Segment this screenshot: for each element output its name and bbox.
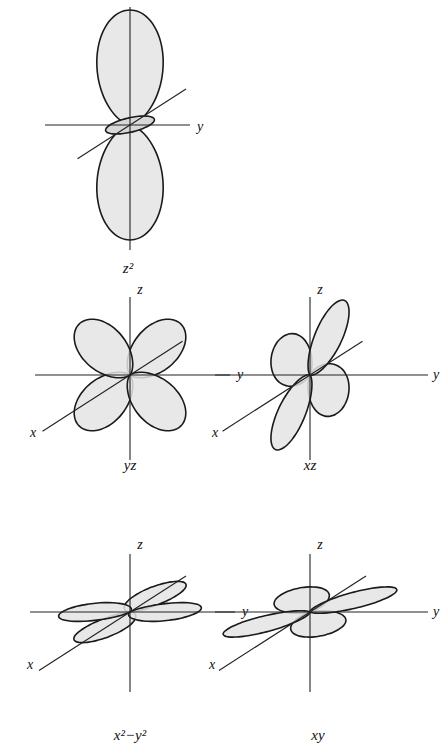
axis-label: z xyxy=(315,282,324,298)
axis-label: z xyxy=(315,537,324,553)
coordinate-axis xyxy=(309,297,310,460)
orbital-figure xyxy=(45,7,190,250)
orbital-lobe xyxy=(223,611,310,637)
coordinate-axis xyxy=(129,7,130,250)
coordinate-axis xyxy=(30,611,235,612)
orbital-lobe xyxy=(127,319,186,378)
orbital-figure xyxy=(215,297,428,460)
coordinate-axis xyxy=(43,341,183,431)
axis-label: z xyxy=(135,537,144,553)
axis-label: x xyxy=(28,425,38,441)
axis-label: z xyxy=(135,282,144,298)
orbital-lobe xyxy=(271,375,312,450)
coordinate-axis xyxy=(219,576,366,671)
axis-label: y xyxy=(240,604,250,620)
coordinate-axis xyxy=(39,576,186,671)
orbital-lobe xyxy=(74,372,133,431)
orbital-label: xz xyxy=(302,457,319,474)
axis-label: y xyxy=(431,367,441,383)
orbital-lobe xyxy=(308,300,349,375)
coordinate-axis xyxy=(45,124,190,125)
coordinate-axis xyxy=(78,89,187,159)
orbital-figure xyxy=(215,554,428,692)
axis-label: x xyxy=(210,425,220,441)
orbital-label: yz xyxy=(122,457,139,474)
orbital-lobe xyxy=(127,372,186,431)
coordinate-axis xyxy=(215,374,428,375)
axis-label: y xyxy=(431,604,441,620)
coordinate-axis xyxy=(129,554,130,692)
orbital-label: x²−y² xyxy=(112,727,148,744)
orbital-lobe xyxy=(310,587,397,613)
coordinate-axis xyxy=(35,374,230,375)
orbital-lobe xyxy=(74,319,133,378)
orbital-label: xy xyxy=(309,727,326,744)
axis-label: y xyxy=(195,119,205,135)
orbital-label: z² xyxy=(121,260,135,277)
orbital-figure xyxy=(35,297,230,460)
axis-label: x xyxy=(207,657,217,673)
coordinate-axis xyxy=(223,341,363,431)
orbital-figure xyxy=(30,554,235,692)
axis-label: y xyxy=(235,367,245,383)
coordinate-axis xyxy=(129,297,130,460)
coordinate-axis xyxy=(309,554,310,692)
axis-label: x xyxy=(25,657,35,673)
